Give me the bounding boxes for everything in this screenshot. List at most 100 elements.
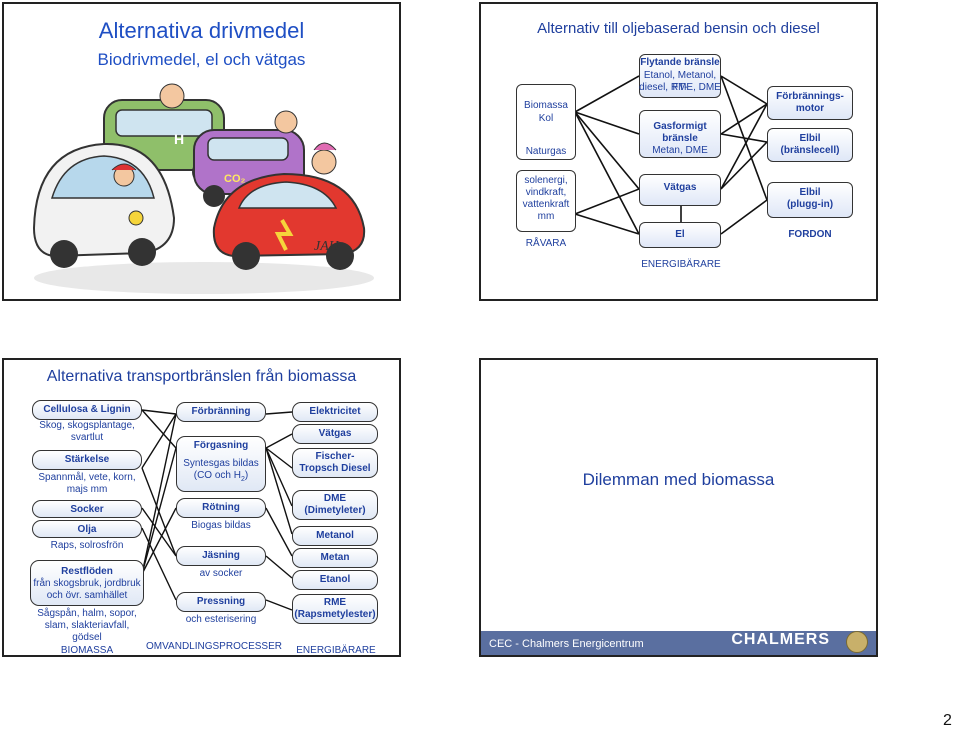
source-vattenkraft: vattenkraft — [522, 199, 570, 210]
biomass-spann-line1: Spannmål, vete, korn, — [38, 472, 136, 483]
driver-head-icon — [274, 110, 298, 134]
carrier-gas-title1: Gasformigt — [653, 121, 707, 132]
biomass-sag-line1: Sågspån, halm, sopor, — [37, 608, 137, 619]
slide1-title: Alternativa drivmedel — [98, 18, 305, 43]
source-biomassa: Biomassa — [524, 100, 568, 111]
carrier-dme-line2: (Dimetyleter) — [304, 505, 366, 516]
biomass-starkelse: Stärkelse — [32, 450, 142, 470]
vehicle-elbil-plug-line1: Elbil — [799, 187, 821, 198]
col3-footer: ENERGIBÄRARE — [296, 645, 376, 656]
carrier-etanol: Etanol — [292, 570, 378, 590]
biomass-restfloden-line2: och övr. samhället — [46, 590, 128, 601]
slide-dilemman-biomassa: Dilemman med biomassa CEC - Chalmers Ene… — [479, 358, 878, 657]
car-co2-label: CO₂ — [224, 173, 246, 185]
col2-footer: OMVANDLINGSPROCESSER — [146, 641, 282, 652]
process-esterisering: och esterisering — [185, 614, 257, 625]
footer-bar — [481, 631, 876, 655]
raw-label: RÅVARA — [525, 238, 567, 249]
chalmers-seal-icon — [846, 631, 868, 653]
vehicle-elbil-plug-line2: (plugg-in) — [786, 199, 834, 210]
col1-footer: BIOMASSA — [60, 645, 114, 656]
slide1-subtitle: Biodrivmedel, el och vätgas — [97, 50, 306, 69]
vehicle-label: FORDON — [788, 229, 832, 240]
vehicle-elbil-fc-line1: Elbil — [799, 133, 821, 144]
car-h-label: H — [174, 131, 184, 147]
biomass-restfloden-box — [30, 560, 144, 606]
biomass-cellulosa: Cellulosa & Lignin — [32, 400, 142, 420]
footer-cec-text: CEC - Chalmers Energicentrum — [489, 638, 644, 650]
carrier-gas-box — [639, 110, 721, 158]
page-number: 2 — [943, 712, 952, 729]
vehicle-elbil-fc-box — [767, 128, 853, 162]
process-rotning: Rötning — [176, 498, 266, 518]
carrier-ft-line1: Fischer- — [315, 451, 355, 462]
biomass-olja: Olja — [32, 520, 142, 538]
slide3-title: Alternativa transportbränslen från bioma… — [46, 368, 357, 385]
process-pressning: Pressning — [176, 592, 266, 612]
carrier-metanol: Metanol — [292, 526, 378, 546]
carrier-vatgas: Vätgas — [292, 424, 378, 444]
carrier-gas-sub: Metan, DME — [652, 145, 708, 156]
driver-head-icon — [311, 149, 337, 175]
carrier-dme-line1: DME — [323, 493, 347, 504]
source-fossil-box — [516, 84, 576, 160]
process-syntesgas-line1: Syntesgas bildas — [183, 458, 259, 469]
carrier-dme-box — [292, 490, 378, 520]
source-vindkraft: vindkraft, — [525, 187, 567, 198]
slide2-connection-lines — [574, 75, 768, 235]
biomass-restfloden-line1: från skogsbruk, jordbruk — [33, 578, 141, 589]
carrier-el-box — [639, 222, 721, 248]
process-forgasning-box — [176, 436, 266, 492]
slide4-title: Dilemman med biomassa — [582, 470, 775, 489]
vehicle-forbr-line2: motor — [795, 103, 825, 114]
vehicle-forbr-line1: Förbrännings- — [776, 91, 844, 102]
chalmers-logo: CHALMERS — [731, 631, 830, 648]
electric-car-icon — [32, 142, 176, 268]
carrier-flytande-line2: diesel, RME, DME — [639, 82, 721, 93]
process-forbranning: Förbränning — [176, 402, 266, 422]
carrier-gas-title2: bränsle — [662, 133, 698, 144]
carrier-metan: Metan — [292, 548, 378, 568]
carrier-label: ENERGIBÄRARE — [641, 259, 721, 270]
biomass-restfloden: Restflöden — [61, 566, 113, 577]
carrier-el: El — [675, 229, 685, 240]
artist-signature: JAH — [314, 239, 340, 254]
vehicle-elbil-fc-line2: (bränslecell) — [780, 145, 840, 156]
carrier-vatgas-box — [639, 174, 721, 206]
biomass-raps: Raps, solrosfrön — [50, 540, 124, 551]
process-jasning: Jäsning — [176, 546, 266, 566]
carrier-flytande-box — [639, 54, 721, 98]
carrier-elektricitet: Elektricitet — [292, 402, 378, 422]
vehicle-elbil-plug-box — [767, 182, 853, 218]
slide-alternativ-oljebaserad: Alternativ till oljebaserad bensin och d… — [479, 2, 878, 301]
carrier-vatgas: Vätgas — [663, 182, 697, 193]
carrier-rme-line2: (Rapsmetylester) — [294, 609, 376, 620]
red-car-icon — [212, 172, 366, 270]
biomass-sag-line3: gödsel — [72, 632, 102, 643]
process-syntesgas-line2: (CO och H2) — [193, 470, 249, 483]
carrier-ft-diesel-box — [292, 448, 378, 478]
process-biogas: Biogas bildas — [191, 520, 251, 531]
driver-head-icon — [159, 83, 185, 109]
biomass-spann-line2: majs mm — [66, 484, 108, 495]
biomass-skog-line1: Skog, skogsplantage, — [39, 420, 135, 431]
process-forgasning: Förgasning — [193, 440, 249, 451]
carrier-ft-line2: Tropsch Diesel — [299, 463, 371, 474]
source-renewable-box — [516, 170, 576, 232]
biomass-skog-line2: svartlut — [70, 432, 104, 443]
biomass-socker: Socker — [32, 500, 142, 518]
slide-biomassa-transportbranslen: Alternativa transportbränslen från bioma… — [2, 358, 401, 657]
process-av-socker: av socker — [199, 568, 243, 579]
vehicle-forbr-box — [767, 86, 853, 120]
slide-alternativa-drivmedel: Alternativa drivmedel Biodrivmedel, el o… — [2, 2, 401, 301]
slide2-title: Alternativ till oljebaserad bensin och d… — [537, 20, 820, 37]
slide3-connection-lines — [141, 409, 293, 611]
cartoon-cars-illustration: H CO₂ JAH — [32, 83, 374, 294]
carrier-rme-box — [292, 594, 378, 624]
source-solenergi: solenergi, — [524, 175, 568, 186]
carrier-rme-line1: RME — [323, 597, 347, 608]
source-mm: mm — [537, 211, 555, 222]
carrier-flytande-title: Flytande bränsle — [640, 57, 720, 68]
biomass-sag-line2: slam, slakteriavfall, — [44, 620, 130, 631]
carrier-flytande-line1: Etanol, Metanol, FT- — [643, 70, 717, 93]
